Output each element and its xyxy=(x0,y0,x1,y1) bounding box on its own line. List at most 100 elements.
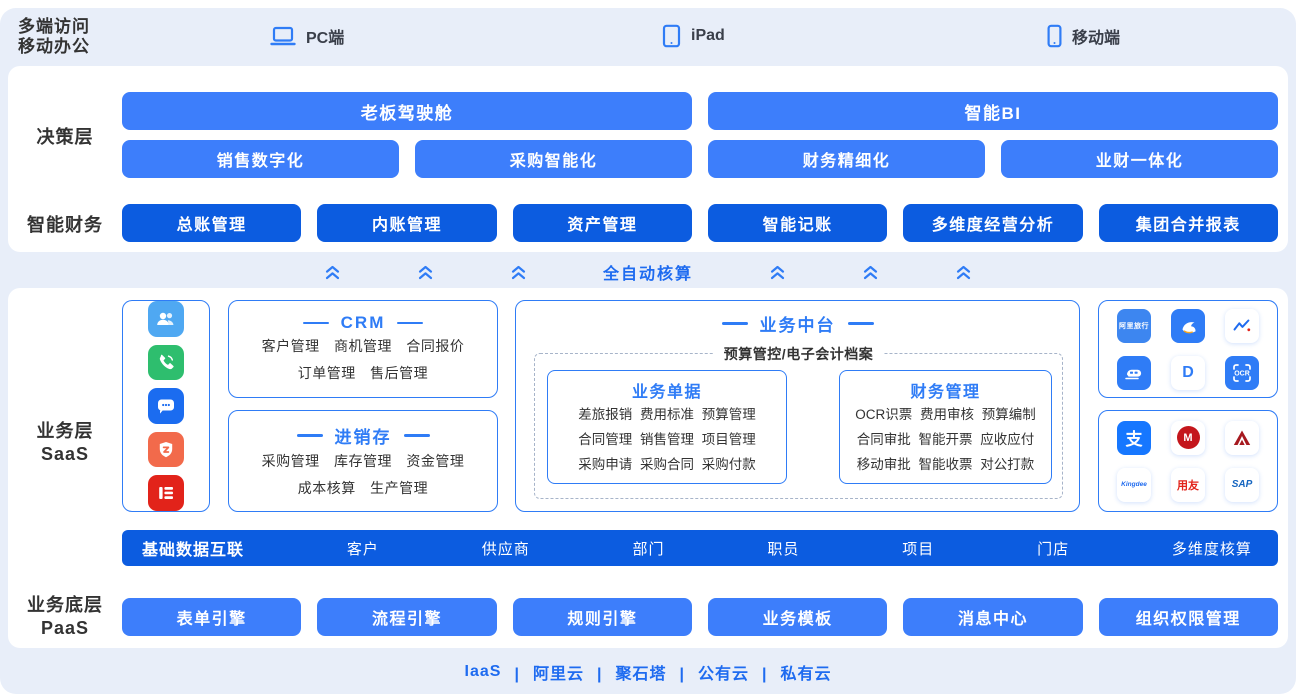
double-chevron-up-icon xyxy=(770,265,785,279)
device-pc-label: PC端 xyxy=(306,30,345,47)
base-data-bar[interactable]: 基础数据互联 客户 供应商 部门 职员 项目 门店 多维度核算 xyxy=(122,530,1278,566)
crm-line-2: 订单管理 售后管理 xyxy=(297,365,429,381)
access-label-line1: 多端访问 xyxy=(18,17,90,36)
chat-app-icon[interactable] xyxy=(148,388,184,424)
pill-form-engine[interactable]: 表单引擎 xyxy=(122,598,302,636)
travel-partners-box: 阿里旅行 xyxy=(1098,300,1278,398)
bank-a-icon[interactable] xyxy=(1225,420,1259,455)
pill-rule-engine[interactable]: 规则引擎 xyxy=(512,598,692,636)
kingdee-label: Kingdee xyxy=(1121,481,1147,488)
decision-row-1: 老板驾驶舱 智能BI xyxy=(122,92,1278,130)
docs-line-1: 差旅报销 费用标准 预算管理 xyxy=(578,407,756,422)
device-ipad: iPad xyxy=(662,23,725,49)
travel-logo-icon[interactable] xyxy=(1225,308,1259,343)
data-bar-item-department: 部门 xyxy=(632,540,665,558)
double-chevron-up-icon xyxy=(863,265,878,279)
travel-tile-grid: 阿里旅行 xyxy=(1099,301,1277,397)
yonyou-label: 用友 xyxy=(1177,479,1199,492)
cmb-bank-icon[interactable]: M xyxy=(1171,420,1205,455)
pill-flow-engine[interactable]: 流程引擎 xyxy=(317,598,497,636)
double-chevron-up-icon xyxy=(956,265,971,279)
double-chevron-up-icon xyxy=(418,265,433,279)
smartphone-icon xyxy=(1047,24,1062,48)
double-chevron-up-icon xyxy=(511,265,526,279)
alitrip-label: 阿里旅行 xyxy=(1119,322,1149,330)
swoosh-logo-icon xyxy=(1233,319,1251,331)
kingdee-icon[interactable]: Kingdee xyxy=(1117,467,1151,502)
crm-line-1: 客户管理 商机管理 合同报价 xyxy=(261,338,465,354)
pill-boss-cockpit[interactable]: 老板驾驶舱 xyxy=(122,92,692,130)
dolphin-travel-icon[interactable] xyxy=(1171,308,1205,343)
smart-finance-row: 总账管理 内账管理 资产管理 智能记账 多维度经营分析 集团合并报表 xyxy=(122,204,1278,242)
cmb-logo: M xyxy=(1176,426,1200,449)
finance-mgmt-box: 财务管理 OCR识票 费用审核 预算编制 合同审批 智能开票 应收应付 移动审批… xyxy=(839,370,1052,484)
inventory-title: 进销存 xyxy=(229,423,497,448)
business-docs-box: 业务单据 差旅报销 费用标准 预算管理 合同管理 销售管理 项目管理 采购申请 … xyxy=(547,370,787,484)
crm-box: CRM 客户管理 商机管理 合同报价 订单管理 售后管理 xyxy=(228,300,498,398)
laptop-icon xyxy=(270,26,296,46)
finance-mgmt-title: 财务管理 xyxy=(910,384,981,401)
data-bar-item-project: 项目 xyxy=(902,540,935,558)
business-docs-title: 业务单据 xyxy=(631,384,702,401)
access-band: 多端访问 移动办公 PC端 iPad xyxy=(0,8,1296,64)
device-ipad-label: iPad xyxy=(691,27,725,44)
yonyou-icon[interactable]: 用友 xyxy=(1171,467,1205,502)
iaas-footer: IaaS 阿里云 聚石塔 公有云 私有云 xyxy=(0,660,1296,684)
auto-accounting-band: 全自动核算 xyxy=(0,258,1296,286)
iaas-item-public-cloud: 公有云 xyxy=(666,660,749,684)
pill-asset-mgmt[interactable]: 资产管理 xyxy=(512,204,692,242)
pill-smart-bookkeeping[interactable]: 智能记账 xyxy=(707,204,888,242)
pill-smart-bi[interactable]: 智能BI xyxy=(708,92,1278,130)
iaas-item-jushita: 聚石塔 xyxy=(584,660,667,684)
docs-line-3: 采购申请 采购合同 采购付款 xyxy=(578,457,756,472)
alipay-icon[interactable]: 支 xyxy=(1117,420,1151,455)
red-triangle-logo-icon xyxy=(1233,430,1251,445)
pill-multidim-analysis[interactable]: 多维度经营分析 xyxy=(903,204,1083,242)
list-icon xyxy=(159,487,173,500)
inventory-line-2: 成本核算 生产管理 xyxy=(297,480,429,496)
security-app-icon[interactable] xyxy=(148,431,184,468)
access-label: 多端访问 移动办公 xyxy=(18,17,90,57)
data-bar-item-store: 门店 xyxy=(1037,540,1070,558)
phone-call-icon xyxy=(159,355,174,370)
app-dock xyxy=(122,300,210,512)
access-label-line2: 移动办公 xyxy=(18,37,90,56)
saas-paas-panel: 业务层 SaaS 业务底层 PaaS xyxy=(8,288,1288,648)
contacts-app-icon[interactable] xyxy=(148,301,184,337)
pill-sales-digital[interactable]: 销售数字化 xyxy=(122,140,399,178)
paas-label-line2: PaaS xyxy=(40,618,90,638)
sap-icon[interactable]: SAP xyxy=(1225,467,1259,502)
ocr-scan-icon: OCR xyxy=(1233,363,1251,382)
iaas-item-aliyun: 阿里云 xyxy=(501,660,584,684)
phone-app-icon[interactable] xyxy=(148,344,184,381)
diagram-card: 多端访问 移动办公 PC端 iPad xyxy=(0,8,1296,694)
data-bar-item-staff: 职员 xyxy=(767,540,800,558)
pill-message-center[interactable]: 消息中心 xyxy=(903,598,1083,636)
ocr-icon[interactable]: OCR xyxy=(1225,355,1259,390)
decision-layer-label: 决策层 xyxy=(36,127,94,147)
didi-icon[interactable]: D xyxy=(1171,355,1205,390)
ocr-label: OCR xyxy=(1234,370,1250,377)
docs-line-2: 合同管理 销售管理 项目管理 xyxy=(578,432,756,447)
pill-biz-finance-one[interactable]: 业财一体化 xyxy=(1001,140,1278,178)
iaas-item-private-cloud: 私有云 xyxy=(749,660,832,684)
alipay-label: 支 xyxy=(1125,430,1143,449)
pill-general-ledger[interactable]: 总账管理 xyxy=(122,204,302,242)
list-app-icon[interactable] xyxy=(148,475,184,511)
pill-finance-refined[interactable]: 财务精细化 xyxy=(708,140,985,178)
pill-internal-ledger[interactable]: 内账管理 xyxy=(317,204,497,242)
data-bar-item-supplier: 供应商 xyxy=(481,540,530,558)
railway-app-icon[interactable] xyxy=(1117,355,1151,390)
smart-finance-label: 智能财务 xyxy=(27,215,103,235)
pill-biz-template[interactable]: 业务模板 xyxy=(707,598,888,636)
pill-group-report[interactable]: 集团合并报表 xyxy=(1098,204,1278,242)
pill-org-permission[interactable]: 组织权限管理 xyxy=(1098,598,1278,636)
decision-row-2: 销售数字化 采购智能化 财务精细化 业财一体化 xyxy=(122,140,1278,178)
pill-procure-smart[interactable]: 采购智能化 xyxy=(415,140,692,178)
sap-label: SAP xyxy=(1231,479,1253,490)
tablet-icon xyxy=(662,24,681,48)
alitrip-icon[interactable]: 阿里旅行 xyxy=(1117,308,1151,343)
budget-archive-zone: 预算管控/电子会计档案 业务单据 差旅报销 费用标准 预算管理 合同管理 销售管… xyxy=(534,344,1063,499)
chat-icon xyxy=(158,399,174,414)
